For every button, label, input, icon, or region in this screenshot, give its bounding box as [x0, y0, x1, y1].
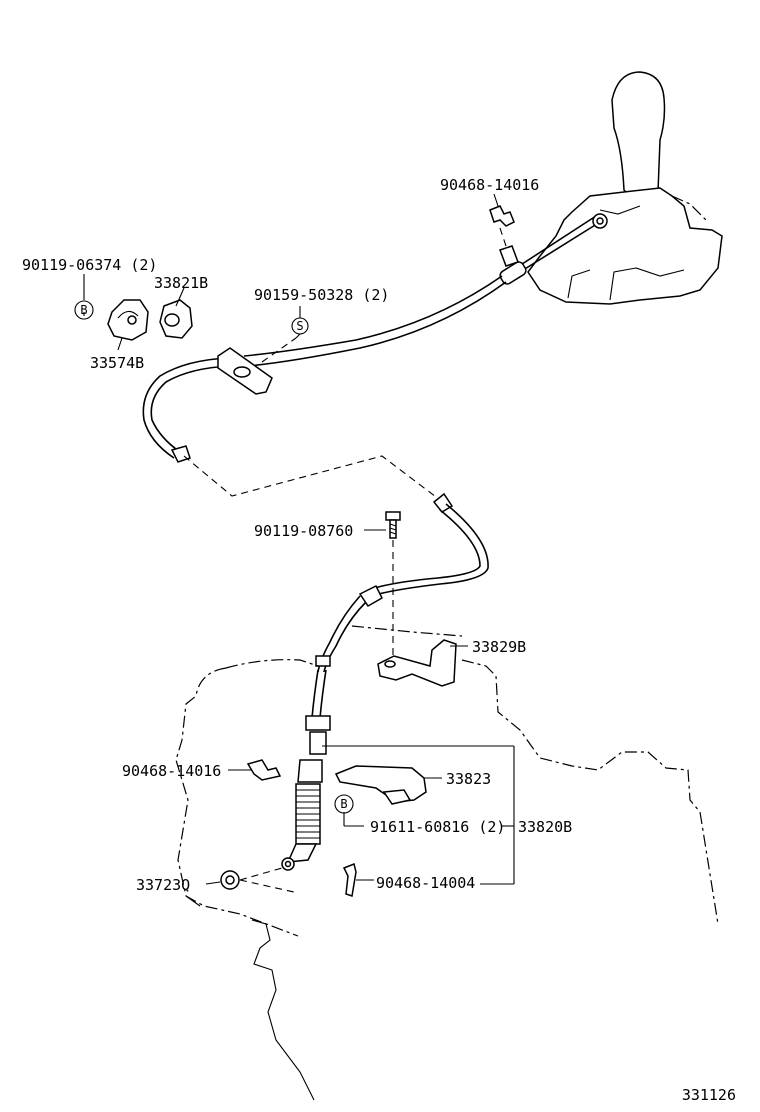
- bracket-33574B: [107, 299, 149, 341]
- callout-33820B: 33820B: [518, 818, 572, 836]
- clip-90468-14016-top: [489, 205, 519, 267]
- svg-text:S: S: [296, 319, 303, 333]
- upper-shift-cable: [142, 213, 608, 463]
- callout-90468-14004: 90468-14004: [376, 874, 475, 892]
- cable-grommet-plate: [217, 347, 273, 395]
- shift-knob: [611, 71, 666, 198]
- lower-shift-cable: [281, 492, 489, 871]
- cable-boot-bellows: [295, 783, 321, 845]
- cover-33821B: [159, 299, 193, 339]
- shift-lever-assembly: [527, 71, 723, 305]
- lever-housing: [527, 187, 723, 305]
- callout-90468-14016-top: 90468-14016: [440, 176, 539, 194]
- callout-33823: 33823: [446, 770, 491, 788]
- bracket-33823: [334, 765, 427, 805]
- bracket-33829B: [377, 639, 457, 687]
- transmission-outline: [175, 625, 719, 1101]
- clip-90468-14004: [342, 862, 357, 897]
- bushing-33723Q: [220, 870, 240, 890]
- svg-text:B: B: [340, 797, 347, 811]
- bolt-90119-08760: [385, 511, 401, 658]
- callout-33821B: 33821B: [154, 274, 208, 292]
- marker-s: S: [291, 317, 309, 335]
- leader-lines: [83, 193, 515, 885]
- cable-continuation-line: [183, 455, 441, 501]
- drawing-number: 331126: [682, 1086, 736, 1104]
- callout-33574B: 33574B: [90, 354, 144, 372]
- callout-33723Q: 33723Q: [136, 876, 190, 894]
- callout-33829B: 33829B: [472, 638, 526, 656]
- marker-b-mid: B: [334, 794, 354, 814]
- callout-90119-08760: 90119-08760: [254, 522, 353, 540]
- callout-90159-50328: 90159-50328 (2): [254, 286, 389, 304]
- marker-b-top: B: [74, 300, 94, 320]
- clip-90468-14016-mid: [246, 759, 282, 781]
- svg-text:B: B: [80, 303, 87, 317]
- callout-90468-14016-mid: 90468-14016: [122, 762, 221, 780]
- callout-90119-06374: 90119-06374 (2): [22, 256, 157, 274]
- callout-91611-60816: 91611-60816 (2): [370, 818, 505, 836]
